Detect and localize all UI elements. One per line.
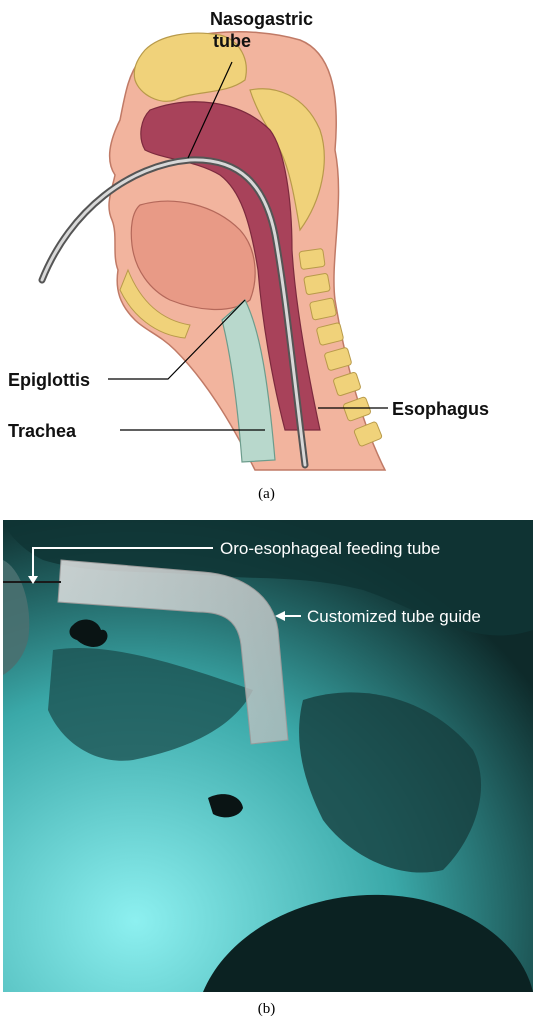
anatomy-diagram: Nasogastric tube Epiglottis Trachea Esop… [0, 0, 533, 475]
feeding-tube-label: Oro-esophageal feeding tube [220, 539, 440, 558]
panel-a-caption: (a) [0, 486, 533, 503]
xray-image: Oro-esophageal feeding tube Customized t… [3, 520, 533, 992]
nasogastric-label-line2: tube [213, 31, 251, 51]
panel-b-caption: (b) [0, 1001, 533, 1018]
tube-guide-label: Customized tube guide [307, 607, 481, 626]
xray-image-panel: Oro-esophageal feeding tube Customized t… [3, 520, 533, 992]
trachea-label: Trachea [8, 421, 77, 441]
anatomy-illustration-panel: Nasogastric tube Epiglottis Trachea Esop… [0, 0, 533, 475]
epiglottis-label: Epiglottis [8, 370, 90, 390]
esophagus-label: Esophagus [392, 399, 489, 419]
nasogastric-label-line1: Nasogastric [210, 9, 313, 29]
